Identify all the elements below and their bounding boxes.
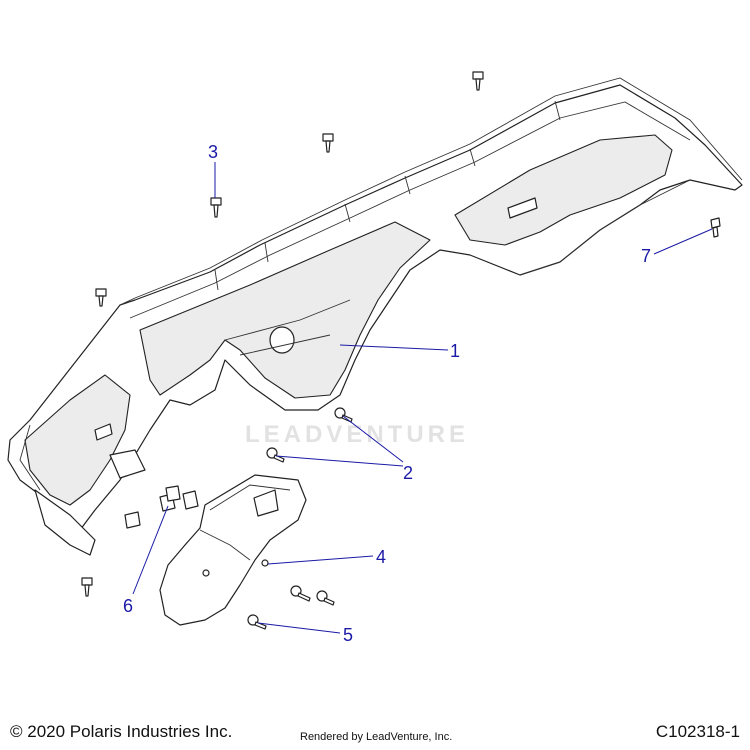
screw-part-5-c[interactable]: [247, 614, 267, 630]
screw-part-2-b[interactable]: [266, 447, 285, 463]
callout-4[interactable]: 4: [376, 547, 386, 567]
leader-2b: [275, 455, 404, 467]
part-4-shield[interactable]: [159, 474, 307, 626]
diagram-code: C102318-1: [655, 722, 740, 741]
rivet-bottom-left[interactable]: [81, 577, 93, 597]
rivet-part-7[interactable]: [710, 217, 721, 238]
leader-7: [653, 228, 713, 255]
callout-5[interactable]: 5: [343, 625, 353, 645]
rivet-left[interactable]: [95, 288, 107, 307]
rivet-top-mid[interactable]: [322, 133, 334, 153]
clip-part-6-b[interactable]: [165, 485, 181, 502]
leader-4: [267, 555, 374, 565]
part-1-main-body[interactable]: [7, 77, 743, 556]
rendered-by-text: Rendered by LeadVenture, Inc.: [300, 731, 453, 743]
screw-part-5-b[interactable]: [316, 590, 335, 606]
leader-6: [132, 505, 169, 595]
rivet-part-3[interactable]: [210, 197, 222, 218]
callout-2[interactable]: 2: [403, 463, 413, 483]
leader-5: [257, 622, 341, 634]
leader-2a: [342, 415, 404, 463]
screw-part-5-a[interactable]: [290, 585, 311, 602]
leader-1: [339, 344, 449, 351]
callout-6[interactable]: 6: [123, 596, 133, 616]
callout-3[interactable]: 3: [208, 142, 218, 162]
callout-7[interactable]: 7: [641, 246, 651, 266]
rivet-top-right[interactable]: [472, 71, 484, 91]
screw-part-2-a[interactable]: [334, 407, 353, 423]
callout-1[interactable]: 1: [450, 341, 460, 361]
copyright-text: © 2020 Polaris Industries Inc.: [10, 722, 233, 741]
clip-part-6-c[interactable]: [182, 490, 199, 510]
